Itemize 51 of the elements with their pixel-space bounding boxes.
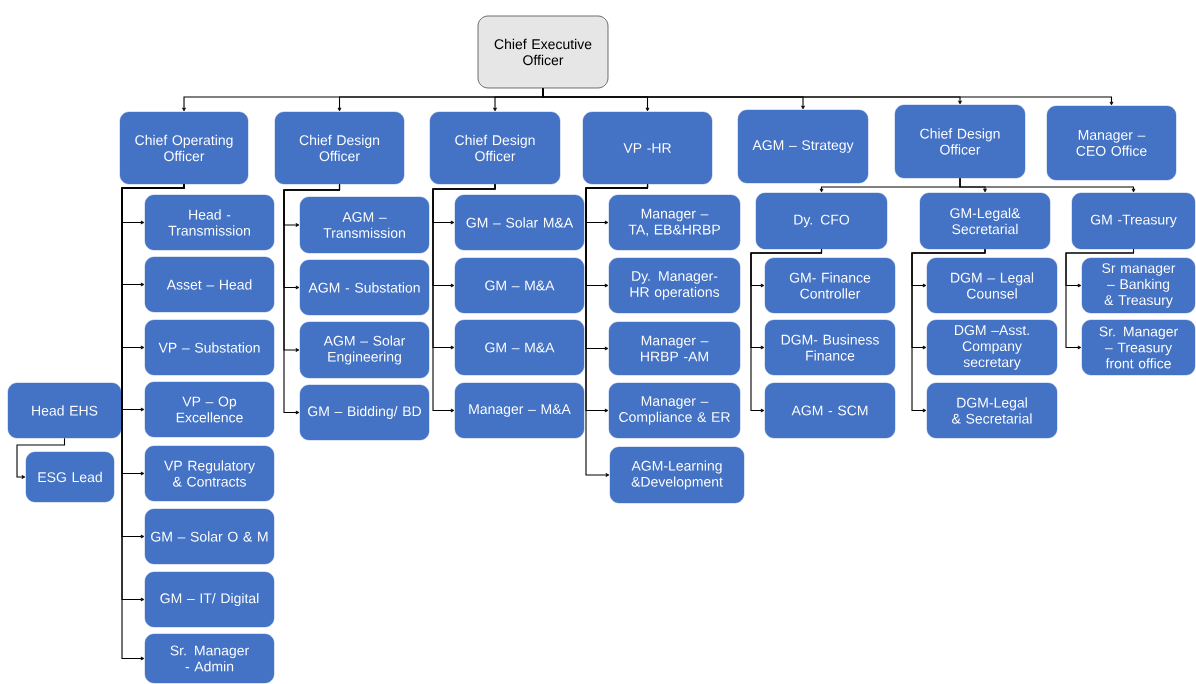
role-box: AGM – Transmission	[299, 196, 430, 254]
role-box: GM – M&A	[454, 319, 585, 376]
role-box: VP Regulatory & Contracts	[144, 445, 275, 502]
role-box: Dy. CFO	[755, 192, 888, 250]
role-box: AGM – Strategy	[737, 109, 869, 184]
role-box: GM – M&A	[454, 257, 585, 314]
role-box: VP -HR	[582, 111, 713, 185]
role-box: Sr. Manager - Admin	[144, 633, 275, 684]
arrow	[283, 183, 341, 415]
arrow	[959, 177, 1136, 193]
role-box: AGM - SCM	[764, 382, 896, 439]
role-box: Chief Design Officer	[894, 104, 1026, 179]
arrow	[432, 183, 496, 413]
role-box: Sr manager – Banking & Treasury	[1081, 257, 1196, 314]
arrow	[750, 248, 823, 413]
role-box: ESG Lead	[25, 451, 115, 503]
arrow	[542, 87, 1114, 106]
role-box: DGM-Legal & Secretarial	[926, 382, 1058, 439]
role-box: Manager – HRBP -AM	[608, 321, 741, 376]
role-box: GM -Treasury	[1071, 192, 1196, 250]
role-box: VP – Substation	[144, 319, 275, 376]
role-box: Sr. Manager – Treasury front office	[1081, 319, 1196, 376]
role-box: Head - Transmission	[144, 194, 275, 251]
role-box: Chief Design Officer	[429, 111, 561, 185]
role-box: DGM – Legal Counsel	[926, 257, 1058, 314]
arrow	[911, 248, 986, 413]
role-box: Asset – Head	[144, 256, 275, 313]
arrow	[1065, 248, 1135, 350]
role-box: Manager – TA, EB&HRBP	[608, 194, 741, 251]
role-box: AGM-Learning &Development	[609, 446, 745, 504]
role-box: Dy. Manager- HR operations	[608, 257, 741, 314]
role-box: Manager – M&A	[454, 382, 585, 439]
role-box: Head EHS	[7, 382, 122, 439]
role-box: DGM –Asst. Company secretary	[926, 319, 1058, 376]
role-box: GM-Legal& Secretarial	[919, 192, 1051, 250]
role-box: Manager – Compliance & ER	[608, 382, 741, 439]
role-box: AGM - Substation	[299, 259, 430, 316]
role-box: GM – Bidding/ BD	[299, 384, 430, 441]
role-box: AGM – Solar Engineering	[299, 321, 430, 379]
role-box: GM – IT/ Digital	[144, 571, 275, 628]
arrow	[585, 183, 649, 477]
role-box: DGM- Business Finance	[764, 319, 896, 376]
role-box: GM – Solar M&A	[454, 194, 585, 251]
role-box: GM- Finance Controller	[764, 257, 896, 314]
role-box: VP – Op Excellence	[144, 381, 275, 438]
arrow	[16, 437, 66, 479]
role-box: Chief Operating Officer	[119, 111, 249, 185]
role-box: Manager – CEO Office	[1046, 105, 1177, 181]
role-box: Chief Design Officer	[274, 111, 405, 185]
root-box: Chief Executive Officer	[477, 15, 609, 89]
role-box: GM – Solar O & M	[144, 508, 275, 565]
